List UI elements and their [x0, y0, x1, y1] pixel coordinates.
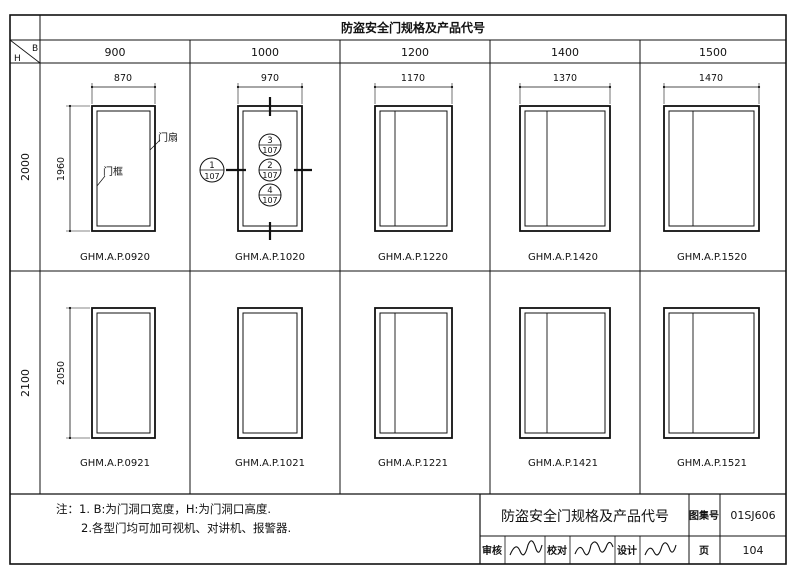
detail-1-sheet: 107: [204, 172, 219, 181]
corner-b-label: B: [32, 44, 38, 54]
product-code-1420: GHM.A.P.1420: [528, 252, 598, 263]
note-line-1: 注：1. B:为门洞口宽度，H:为门洞口高度.: [56, 500, 291, 519]
door-1020: [199, 83, 312, 240]
product-code-1020: GHM.A.P.1020: [235, 252, 305, 263]
title-block: [479, 494, 786, 564]
door-0921: [66, 306, 156, 440]
detail-3-sheet: 107: [262, 146, 277, 155]
corner-diagonal: [9, 39, 41, 64]
door-frame-label: 门框: [103, 165, 123, 178]
note-1: 1. B:为门洞口宽度，H:为门洞口高度.: [79, 502, 272, 516]
signature-design: [644, 542, 677, 556]
detail-2-num: 2: [267, 161, 272, 171]
product-code-1021: GHM.A.P.1021: [235, 458, 305, 469]
column-label-1000: 1000: [251, 46, 279, 59]
dim-width-1370: 1370: [553, 73, 577, 84]
row-label-2000: 2000: [19, 153, 32, 181]
dim-width-970: 970: [261, 73, 279, 84]
product-code-1521: GHM.A.P.1521: [677, 458, 747, 469]
title-block-title: 防盗安全门规格及产品代号: [501, 508, 669, 525]
dim-height-1960: 1960: [56, 157, 67, 181]
column-label-1400: 1400: [551, 46, 579, 59]
notes: 注：1. B:为门洞口宽度，H:为门洞口高度. 2.各型门均可加可视机、对讲机、…: [56, 500, 291, 538]
dim-height-2050: 2050: [56, 361, 67, 385]
product-code-1221: GHM.A.P.1221: [378, 458, 448, 469]
door-1420: [518, 83, 612, 232]
atlas-label: 图集号: [689, 509, 719, 522]
note-2: 2.各型门均可加可视机、对讲机、报警器.: [81, 521, 292, 535]
door-1220: [373, 83, 454, 232]
product-code-0921: GHM.A.P.0921: [80, 458, 150, 469]
table-title: 防盗安全门规格及产品代号: [341, 20, 485, 35]
dim-width-1170: 1170: [401, 73, 425, 84]
dim-width-1470: 1470: [699, 73, 723, 84]
page-label: 页: [699, 545, 709, 557]
signature-check: [574, 541, 614, 556]
column-label-900: 900: [105, 46, 126, 59]
product-code-0920: GHM.A.P.0920: [80, 252, 150, 263]
corner-h-label: H: [14, 54, 21, 64]
check-label: 校对: [547, 544, 567, 557]
design-label: 设计: [617, 544, 637, 557]
product-code-1421: GHM.A.P.1421: [528, 458, 598, 469]
product-code-1520: GHM.A.P.1520: [677, 252, 747, 263]
row-label-2100: 2100: [19, 369, 32, 397]
detail-2-sheet: 107: [262, 171, 277, 180]
detail-4-num: 4: [267, 186, 272, 196]
sheet-border: [9, 14, 787, 565]
detail-3-num: 3: [267, 136, 272, 146]
detail-1-num: 1: [209, 161, 214, 171]
door-1520: [662, 83, 761, 232]
signature-review: [509, 540, 543, 556]
column-label-1200: 1200: [401, 46, 429, 59]
column-label-1500: 1500: [699, 46, 727, 59]
atlas-number: 01SJ606: [730, 509, 775, 522]
door-leaf-label: 门扇: [158, 131, 178, 144]
review-label: 审核: [482, 544, 502, 557]
note-line-2: 2.各型门均可加可视机、对讲机、报警器.: [56, 519, 291, 538]
dim-width-870: 870: [114, 73, 132, 84]
door-1421: [519, 307, 611, 439]
note-prefix: 注：: [56, 502, 79, 516]
page-number: 104: [743, 544, 764, 557]
product-code-1220: GHM.A.P.1220: [378, 252, 448, 263]
door-1021: [237, 307, 303, 439]
door-1521: [663, 307, 760, 439]
door-1221: [374, 307, 453, 439]
door-0920: [66, 83, 161, 233]
detail-4-sheet: 107: [262, 196, 277, 205]
